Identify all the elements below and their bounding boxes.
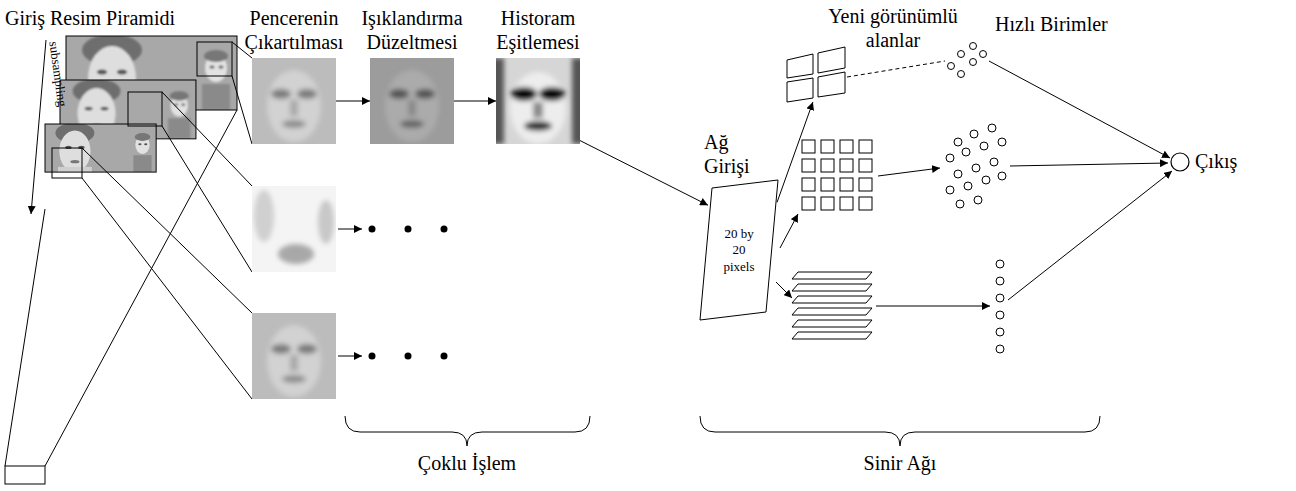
hidden-unit — [958, 51, 965, 58]
node-heading: Yeni görünümlü alanlar — [818, 4, 968, 52]
group-label: Çoklu İşlem — [418, 451, 516, 475]
network-arrows — [776, 163, 1172, 306]
group-label: Sinir Ağı — [864, 451, 937, 475]
flow-connector — [989, 61, 1170, 158]
receptive-field — [818, 72, 845, 97]
pyramid-title: Giriş Resim Piramidi — [5, 6, 175, 30]
node-heading: Ağ Girişi — [704, 130, 766, 178]
lighting-correction-step: Işıklandırma Düzeltmesi — [370, 58, 454, 144]
flow-connector — [777, 102, 813, 202]
window-extraction-step: Pencerenin Çıkartılması — [252, 58, 336, 144]
flow-connector — [336, 101, 370, 102]
group-brackets — [345, 416, 1100, 446]
subsampling-arrow — [31, 40, 46, 214]
output-unit: Çıkış — [1170, 152, 1190, 172]
node-heading: Hızlı Birimler — [995, 12, 1108, 36]
histogram-equalization-step: Historam Eşitlemesi — [496, 58, 580, 144]
hidden-unit — [958, 71, 965, 78]
continuation-dots — [338, 226, 448, 360]
window-images — [252, 58, 586, 399]
flow-connector — [580, 141, 708, 206]
hidden-unit — [980, 51, 987, 58]
flow-connector — [847, 61, 945, 77]
flow-connector — [454, 101, 496, 102]
receptive-field — [787, 54, 813, 78]
hidden-unit — [970, 43, 977, 50]
receptive-fields — [792, 140, 872, 339]
input-plane — [700, 180, 778, 320]
units-outline — [945, 40, 989, 82]
receptive-field — [787, 78, 813, 102]
output-circle — [1171, 153, 1189, 171]
hidden-units — [946, 124, 1006, 353]
window-leader-lines — [82, 42, 252, 399]
node-heading: Çıkış — [1195, 149, 1237, 173]
receptive-field-group: Yeni görünümlü alanlar — [785, 52, 847, 102]
circle-outline — [1170, 152, 1190, 172]
node-heading: Pencerenin Çıkartılması — [232, 6, 357, 54]
network-input: Ağ Girişi20 by 20 pixels — [698, 180, 780, 320]
hidden-unit — [970, 59, 977, 66]
node-heading: Historam Eşitlemesi — [476, 6, 601, 54]
hidden-unit-group: Hızlı Birimler — [945, 40, 989, 82]
node-heading: Işıklandırma Düzeltmesi — [350, 6, 475, 54]
receptive-field — [818, 47, 845, 73]
hidden-unit — [948, 63, 955, 70]
quads-outline — [785, 52, 847, 102]
image-pyramid — [5, 34, 237, 484]
node-body-text: 20 by 20 pixels — [719, 226, 760, 275]
